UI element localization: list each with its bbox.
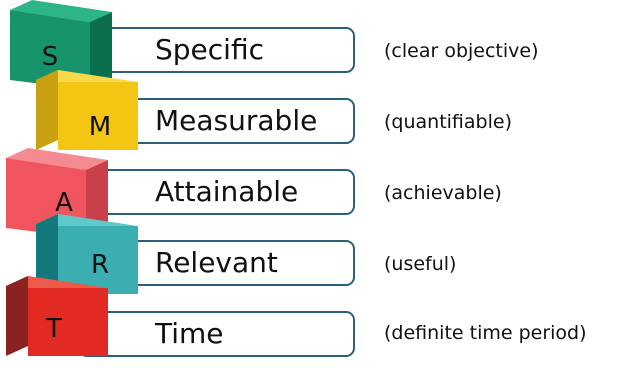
description-specific: (clear objective) — [384, 40, 539, 62]
label-box-specific — [78, 27, 355, 73]
cube-letter-r: R — [90, 250, 110, 280]
cube-letter-m: M — [88, 112, 112, 142]
label-box-attainable — [78, 169, 355, 215]
cube-r-shape — [36, 214, 138, 294]
label-box-time — [78, 311, 355, 357]
cube-r: R — [36, 214, 148, 306]
cube-t: T — [6, 276, 118, 368]
cube-letter-a: A — [55, 188, 73, 218]
cube-letter-s: S — [41, 42, 59, 72]
cube-s: S — [10, 0, 122, 92]
description-time: (definite time period) — [384, 322, 587, 344]
label-relevant: Relevant — [155, 246, 278, 279]
cube-m: M — [36, 70, 148, 162]
cube-letter-t: T — [46, 314, 62, 344]
cube-t-shape — [6, 276, 108, 356]
cube-s-shape — [10, 0, 112, 90]
label-attainable: Attainable — [155, 175, 299, 208]
label-time: Time — [155, 317, 224, 350]
description-attainable: (achievable) — [384, 182, 502, 204]
label-measurable: Measurable — [155, 104, 318, 137]
description-relevant: (useful) — [384, 253, 457, 275]
label-specific: Specific — [155, 33, 264, 66]
description-measurable: (quantifiable) — [384, 111, 512, 133]
cube-m-shape — [36, 70, 138, 150]
